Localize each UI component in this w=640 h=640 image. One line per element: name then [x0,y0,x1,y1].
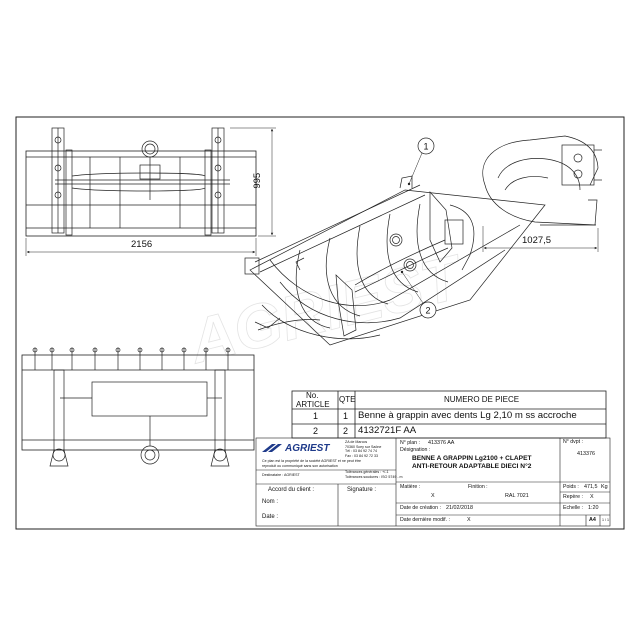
isometric-view [244,175,546,346]
bom-row-2-part: 4132721F AA [358,425,417,436]
dimension-height [230,127,276,237]
drawing-no-label: N° dvpt : [563,439,583,445]
company-name: AGRIEST [285,443,330,454]
created-value: 21/02/2018 [446,505,473,511]
dimension-depth [482,226,599,252]
recipient-label: Destinataire : AGRIEST [262,473,300,477]
tolerance-note-2: Tolérances soudures : ISO 5749 - m [345,475,403,479]
bom-row-2-no: 2 [313,426,319,436]
balloon-1-label: 1 [423,142,428,152]
ownership-notice-1: Ce plan est la propriété de la société A… [262,459,362,463]
bom-row-1-part: Benne à grappin avec dents Lg 2,10 m ss … [358,410,577,421]
client-name-label: Nom : [262,499,279,505]
bom-row-1-qty: 1 [343,411,349,421]
company-address-3: Tél : 03 84 92 74 74 [345,449,377,453]
plan-no-value: 413376 AA [428,440,455,446]
title-block [255,437,611,527]
format-value: A4 [589,517,596,523]
dimension-depth-label: 1027,5 [522,235,552,246]
material-value: X [431,493,435,499]
bom-header-article: ARTICLE [296,399,330,409]
client-approval-label: Accord du client : [268,487,315,493]
bom-header-part: NUMERO DE PIECE [444,395,520,404]
material-label: Matière : [400,484,421,490]
bom-row-1-no: 1 [313,411,319,421]
designation-line-1: BENNE A GRAPPIN Lg2100 + CLAPET [412,455,532,462]
balloon-2: 2 [400,270,437,319]
side-view [482,135,602,226]
dimension-width [25,238,257,256]
balloon-2-label: 2 [425,306,430,316]
dimension-height-label: 995 [252,172,264,189]
company-address-2: 70360 Scey sur Saône [345,444,382,449]
top-view [21,347,255,467]
created-label: Date de création : [400,505,441,511]
scale-label: Echelle : [563,505,583,511]
agriest-logo-icon [262,444,282,452]
dimension-width-label: 2156 [131,239,153,250]
signature-label: Signature : [347,487,377,493]
front-view [25,127,257,237]
ownership-notice-2: reproduit ou communiqué sans son autoris… [262,463,338,468]
modified-label: Date dernière modif. : [400,517,450,523]
rev-label: Repère : [563,493,583,500]
client-date-label: Date : [262,514,279,520]
bom-header-qty: QTE [339,395,356,404]
designation-label: Désignation : [400,447,431,453]
company-address-4: Fax : 03 84 92 72 33 [345,453,378,458]
company-address-1: ZA de Marcos [345,440,368,444]
bom-header-no: No. [306,391,319,400]
sheet-border [15,116,625,530]
scale-value: 1:20 [588,505,599,511]
weight-label: Poids : [563,484,579,490]
balloon-1: 1 [407,137,435,186]
drawing-no-value: 413376 [577,451,595,457]
designation-line-2: ANTI-RETOUR ADAPTABLE DIECI N°2 [412,463,532,470]
finish-value: RAL 7021 [505,493,529,499]
rev-value: X [590,493,594,500]
bom-row-2-qty: 2 [343,426,349,436]
sheet-value: 1 / 1 [602,518,609,522]
tolerance-note-1: Tolérances générales : +/-1 [345,470,389,474]
weight-value: 471,5 [584,484,598,490]
finish-label: Finition : [468,484,488,490]
weight-unit: Kg [601,484,608,490]
modified-value: X [467,517,471,523]
plan-no-label: N° plan : [400,440,420,446]
